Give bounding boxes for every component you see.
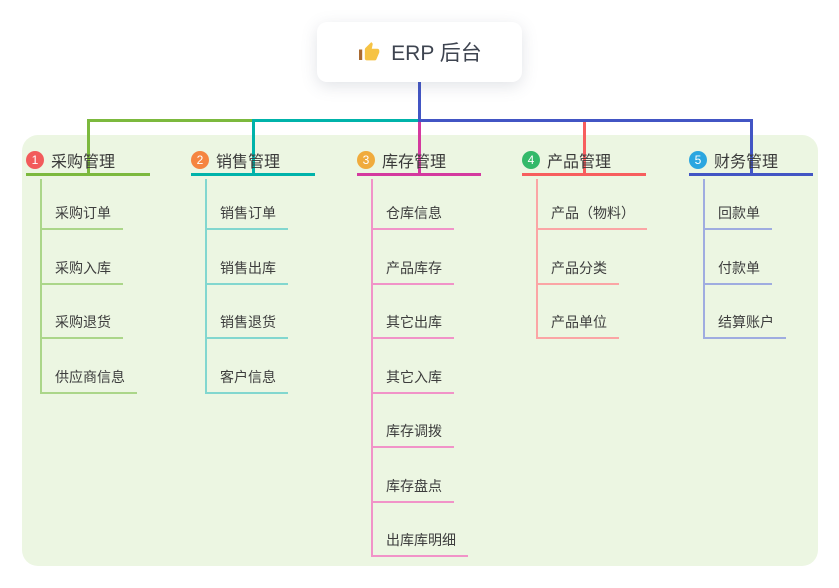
leaf-node[interactable]: 库存盘点 [371, 475, 454, 503]
leaf-node[interactable]: 产品（物料） [536, 202, 647, 230]
branch-node-3[interactable]: 3 库存管理 [357, 147, 481, 176]
leaf-node[interactable]: 销售出库 [205, 257, 288, 285]
leaf-node[interactable]: 销售订单 [205, 202, 288, 230]
connector-drop-3 [417, 122, 421, 176]
branch-label: 销售管理 [216, 154, 281, 171]
connector-drop-1 [86, 122, 90, 176]
leaf-node[interactable]: 采购退货 [40, 311, 123, 339]
leaf-node[interactable]: 产品分类 [536, 257, 619, 285]
branch-label: 采购管理 [51, 154, 116, 171]
connector-drop-4 [582, 122, 586, 176]
leaf-node[interactable]: 其它出库 [371, 311, 454, 339]
branch-label: 财务管理 [714, 154, 779, 171]
branch-tree-line-4 [536, 179, 538, 339]
leaf-node[interactable]: 出库库明细 [371, 529, 468, 557]
branch-tree-line-2 [205, 179, 207, 394]
root-connector-line [417, 82, 421, 119]
leaf-node[interactable]: 产品单位 [536, 311, 619, 339]
branch-tree-line-3 [371, 179, 373, 557]
leaf-node[interactable]: 付款单 [703, 257, 772, 285]
branches-panel [22, 135, 818, 566]
branch-node-2[interactable]: 2 销售管理 [191, 147, 315, 176]
leaf-node[interactable]: 产品库存 [371, 257, 454, 285]
connector-drop-5 [749, 122, 753, 176]
branch-badge: 1 [26, 151, 44, 169]
branch-label: 库存管理 [382, 154, 447, 171]
branch-tree-line-1 [40, 179, 42, 394]
leaf-node[interactable]: 供应商信息 [40, 366, 137, 394]
branch-badge: 4 [522, 151, 540, 169]
leaf-node[interactable]: 仓库信息 [371, 202, 454, 230]
root-node[interactable]: ERP 后台 [317, 22, 522, 82]
leaf-node[interactable]: 客户信息 [205, 366, 288, 394]
branch-badge: 3 [357, 151, 375, 169]
branch-label: 产品管理 [547, 154, 612, 171]
branch-tree-line-5 [703, 179, 705, 339]
leaf-node[interactable]: 回款单 [703, 202, 772, 230]
branch-badge: 2 [191, 151, 209, 169]
connector-bus-segment-1 [86, 119, 253, 122]
branch-node-5[interactable]: 5 财务管理 [689, 147, 813, 176]
connector-bus-segment-2 [251, 119, 419, 122]
leaf-node[interactable]: 采购订单 [40, 202, 123, 230]
leaf-node[interactable]: 其它入库 [371, 366, 454, 394]
leaf-node[interactable]: 库存调拨 [371, 420, 454, 448]
root-node-label: ERP 后台 [391, 42, 482, 65]
leaf-node[interactable]: 结算账户 [703, 311, 786, 339]
branch-badge: 5 [689, 151, 707, 169]
branch-node-1[interactable]: 1 采购管理 [26, 147, 150, 176]
thumbs-up-icon [357, 40, 381, 64]
connector-drop-2 [251, 122, 255, 176]
leaf-node[interactable]: 销售退货 [205, 311, 288, 339]
branch-node-4[interactable]: 4 产品管理 [522, 147, 646, 176]
leaf-node[interactable]: 采购入库 [40, 257, 123, 285]
connector-bus-segment-3 [417, 119, 753, 122]
